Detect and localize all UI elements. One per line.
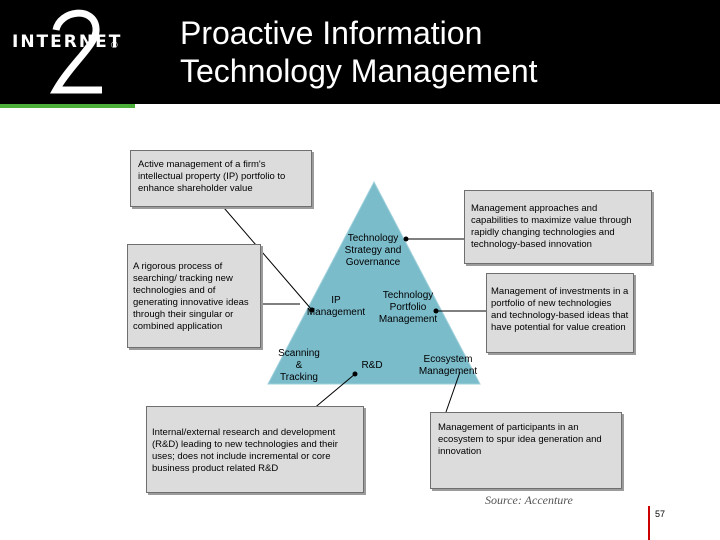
callout-portfolio-management: Management of investments in a portfolio… [486, 273, 634, 353]
title-line-1: Proactive Information [180, 15, 483, 51]
page-number-bar [648, 506, 650, 540]
callout-rnd: Internal/external research and developme… [146, 406, 364, 493]
pyramid-shape [267, 180, 481, 385]
connector-dot-ip [309, 307, 315, 313]
connector-dot-rnd [352, 371, 358, 377]
registered-mark: ® [111, 40, 118, 50]
logo-wordmark: INTERNET [12, 32, 123, 52]
page-number: 57 [655, 509, 666, 519]
pyramid-label-ecosystem: Ecosystem Management [418, 354, 478, 377]
pyramid-label-portfolio-management: Technology Portfolio Management [378, 290, 438, 325]
accent-bar [0, 104, 135, 108]
callout-strategy-governance: Management approaches and capabilities t… [464, 190, 652, 264]
callout-ecosystem: Management of participants in an ecosyst… [430, 412, 622, 489]
title-line-2: Technology Management [180, 53, 538, 89]
pyramid-label-strategy-governance: Technology Strategy and Governance [344, 233, 402, 268]
callout-scanning-tracking: A rigorous process of searching/ trackin… [127, 244, 261, 348]
header-bar [0, 0, 720, 104]
source-note: Source: Accenture [485, 493, 573, 507]
pyramid-label-scanning-tracking: Scanning & Tracking [278, 348, 320, 383]
pyramid-label-rnd: R&D [361, 360, 383, 371]
connector-ecosystem [445, 371, 461, 413]
connector-dot-governance [403, 236, 409, 242]
callout-ip-management: Active management of a firm's intellectu… [130, 150, 312, 207]
connector-dot-portfolio [433, 308, 439, 314]
internet2-logo-mark [49, 9, 102, 94]
page-title: Proactive Information Technology Managem… [180, 14, 538, 90]
pyramid-label-ip-management: IP Management [306, 295, 366, 318]
connector-rnd [311, 373, 356, 411]
